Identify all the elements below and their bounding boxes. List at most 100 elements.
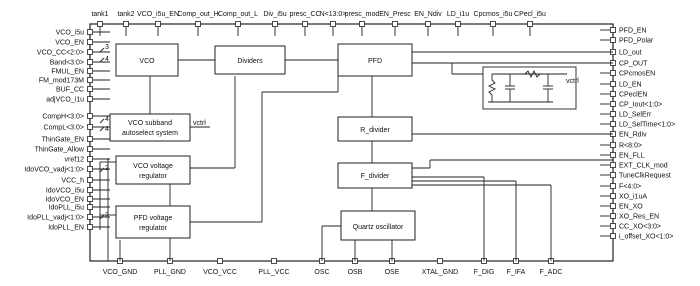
quartz-oscillator-label: Quartz oscillator [353, 224, 404, 231]
pin-pad [610, 70, 616, 76]
pin-pad [490, 21, 496, 27]
left-pin-label: BUF_CC [56, 87, 84, 94]
bottom-pin-label: F_IFA [507, 269, 526, 276]
right-pin-label: EN_XO [619, 204, 643, 211]
pin-pad [610, 91, 616, 97]
bus-width-label: 2 [105, 165, 109, 172]
bus-width-label: 4 [105, 126, 109, 133]
left-pin-label: Band<3:0> [50, 60, 84, 67]
f-divider-block: F_divider [337, 162, 413, 189]
left-pin-group: VCO_i5uVCO_ENVCO_CC<2:0>Band<3:0>FMUL_EN… [24, 29, 110, 232]
pin-pad [87, 77, 93, 83]
pfd-regulator-block: PFD voltage regulator [115, 205, 191, 239]
quartz-oscillator-block: Quartz oscillator [340, 210, 416, 241]
pin-pad [610, 183, 616, 189]
pin-pad [87, 204, 93, 210]
right-pin-label: TuneClkRequest [619, 173, 671, 180]
top-pin-label: presc_CC [289, 11, 320, 18]
top-pin-label: Comp_out_L [218, 11, 258, 18]
pin-pad [87, 124, 93, 130]
pin-pad [123, 21, 129, 27]
bottom-pin-label: F_DIG [474, 269, 495, 276]
bottom-pin-label: PLL_GND [154, 269, 186, 276]
pin-pad [87, 187, 93, 193]
right-pin-label: CPcmosEN [619, 71, 655, 78]
top-pin-label: EN_Presc [379, 11, 411, 18]
vco-regulator-label-line2: regulator [139, 173, 167, 180]
top-pin-label: tank1 [91, 11, 108, 18]
left-pin-label: IdoPLL_i5u [49, 205, 85, 212]
left-pin-label: vref12 [65, 157, 85, 164]
pin-pad [87, 96, 93, 102]
pin-pad [272, 21, 278, 27]
bottom-pin-label: OSC [314, 269, 329, 276]
pin-pad [87, 146, 93, 152]
pin-pad [87, 68, 93, 74]
bottom-pin-label: VCO_VCC [203, 269, 237, 276]
pin-pad [87, 113, 93, 119]
left-pin-label: IdoVCO_vadj<1:0> [24, 167, 84, 174]
left-pin-label: VCO_CC<2:0> [37, 50, 84, 57]
pin-pad [87, 86, 93, 92]
pin-pad [610, 142, 616, 148]
pin-pad [87, 177, 93, 183]
right-pin-label: CC_XO<3:0> [619, 224, 661, 231]
pin-pad [527, 21, 533, 27]
pfd-regulator-label-line1: PFD voltage [134, 215, 173, 222]
right-pin-label: F<4:0> [619, 184, 641, 191]
left-pin-label: FMUL_EN [51, 69, 84, 76]
pin-pad [610, 111, 616, 117]
pin-pad [392, 21, 398, 27]
pin-pad [610, 233, 616, 239]
right-pin-label: CPeclEN [619, 92, 647, 99]
pin-pad [87, 156, 93, 162]
pin-pad [610, 81, 616, 87]
pin-pad [330, 21, 336, 27]
right-pin-label: R<8:0> [619, 143, 642, 150]
pin-pad [195, 21, 201, 27]
left-pin-label: VCO_i5u [56, 30, 85, 37]
pin-pad [455, 21, 461, 27]
bottom-pin-label: XTAL_GND [422, 269, 458, 276]
subband-vctrl-label: vctrl [193, 120, 206, 127]
pfd-regulator-label-line2: regulator [139, 225, 167, 232]
pin-pad [359, 21, 365, 27]
pin-pad [87, 39, 93, 45]
right-pin-label: i_offset_XO<1:0> [619, 234, 673, 241]
f-divider-label: F_divider [361, 173, 390, 180]
pin-pad [610, 27, 616, 33]
top-pin-label: tank2 [117, 11, 134, 18]
right-pin-label: LD_out [619, 50, 642, 57]
left-pin-label: CompH<3:0> [42, 114, 84, 121]
pin-pad [97, 21, 103, 27]
top-pin-label: Cpcmos_i5u [474, 11, 513, 18]
left-pin-label: FM_mod173M [39, 78, 84, 85]
left-pin-label: IdoPLL_vadj<1:0> [27, 215, 84, 222]
pin-pad [87, 49, 93, 55]
pin-pad [87, 224, 93, 230]
bus-markers: 3 4 4 4 2 2 [99, 44, 109, 220]
vco-regulator-block: VCO voltage regulator [115, 155, 191, 185]
right-pin-label: CP_OUT [619, 61, 648, 68]
pin-pad [217, 258, 223, 264]
bottom-pin-label: OSB [348, 269, 363, 276]
pfd-block: PFD [337, 43, 413, 77]
left-pin-label: VCC_h [61, 178, 84, 185]
right-pin-label: EN_FLL [619, 153, 645, 160]
pin-pad [610, 101, 616, 107]
dividers-block: Dividers [214, 45, 286, 75]
bottom-pin-label: VCO_GND [103, 269, 138, 276]
vco-subband-block: VCO subband autoselect system vctrl [109, 113, 206, 142]
loop-filter: vctrl [482, 66, 579, 110]
pin-pad [87, 59, 93, 65]
vco-regulator-label-line1: VCO voltage [133, 163, 173, 170]
left-pin-label: IdoPLL_EN [48, 225, 84, 232]
pin-pad [87, 196, 93, 202]
left-pin-label: ThinGate_EN [42, 137, 84, 144]
r-divider-label: R_divider [360, 127, 390, 134]
pin-pad [87, 166, 93, 172]
bus-width-label: 4 [105, 56, 109, 63]
top-pin-label: N<13:0> [320, 11, 347, 18]
